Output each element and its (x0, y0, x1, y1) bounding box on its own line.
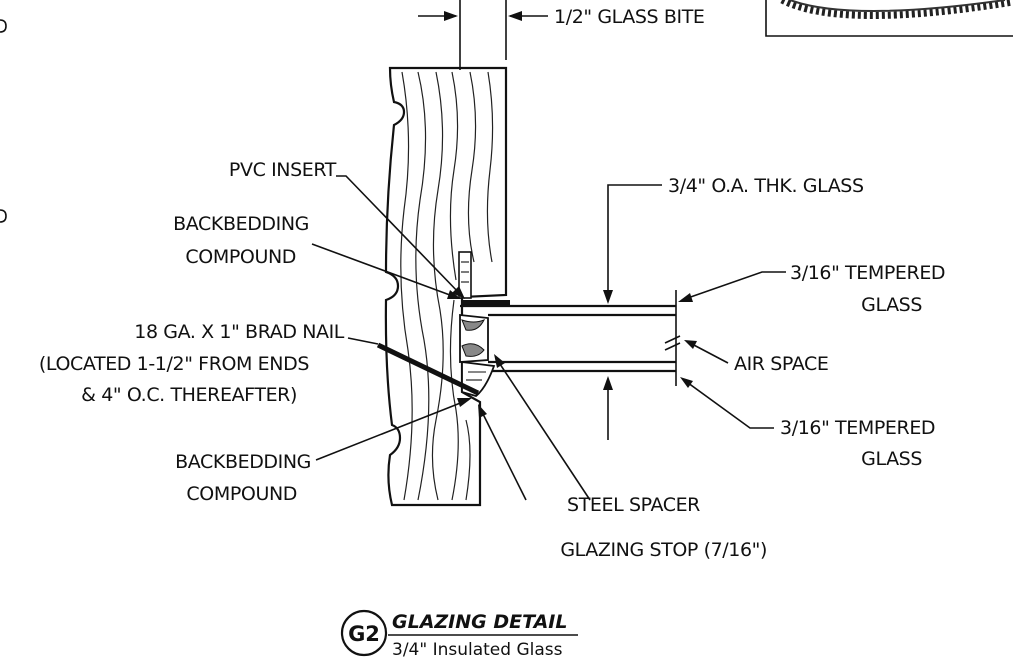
glass-bite-label: 1/2" GLASS BITE (554, 6, 705, 28)
brad-nail-label-line3: & 4" O.C. THEREAFTER) (81, 384, 297, 406)
detail-title-block: G2 GLAZING DETAIL 3/4" Insulated Glass (340, 609, 578, 660)
tempered-bottom-label-line1: 3/16" TEMPERED (780, 417, 935, 439)
detail-subtitle: 3/4" Insulated Glass (392, 640, 563, 660)
detail-bubble (340, 609, 388, 657)
steel-spacer (459, 313, 489, 363)
glass-bite-dimension (418, 0, 548, 70)
overall-thickness-dimension (603, 184, 662, 440)
pvc-insert-label: PVC INSERT (229, 159, 337, 181)
glazing-stop-label: GLAZING STOP (7/16") (560, 539, 767, 561)
detail-id: G2 (348, 622, 380, 646)
seal-fragment (765, 0, 1013, 37)
left-edge-mark-middle (0, 209, 7, 223)
steel-spacer-label: STEEL SPACER (567, 494, 700, 516)
backbedding-bottom-label-line2: COMPOUND (186, 483, 297, 505)
backbedding-top-label-line1: BACKBEDDING (173, 213, 309, 235)
tempered-top-label-line2: GLASS (861, 294, 922, 316)
brad-nail-label-line1: 18 GA. X 1" BRAD NAIL (134, 321, 345, 343)
leader-lines (311, 175, 786, 501)
pvc-insert (458, 251, 510, 306)
air-space-label: AIR SPACE (734, 353, 828, 375)
overall-thickness-label: 3/4" O.A. THK. GLASS (668, 175, 864, 197)
brad-nail-label-line2: (LOCATED 1-1/2" FROM ENDS (39, 353, 309, 375)
left-edge-mark-top (0, 19, 7, 33)
backbedding-bottom-label-line1: BACKBEDDING (175, 451, 311, 473)
backbedding-top-label-line2: COMPOUND (185, 246, 296, 268)
tempered-top-label-line1: 3/16" TEMPERED (790, 262, 945, 284)
wood-stile (384, 66, 508, 507)
tempered-bottom-label-line2: GLASS (861, 448, 922, 470)
brad-nail (376, 342, 480, 396)
insulated-glass-unit (460, 290, 681, 386)
detail-title: GLAZING DETAIL (392, 611, 567, 633)
